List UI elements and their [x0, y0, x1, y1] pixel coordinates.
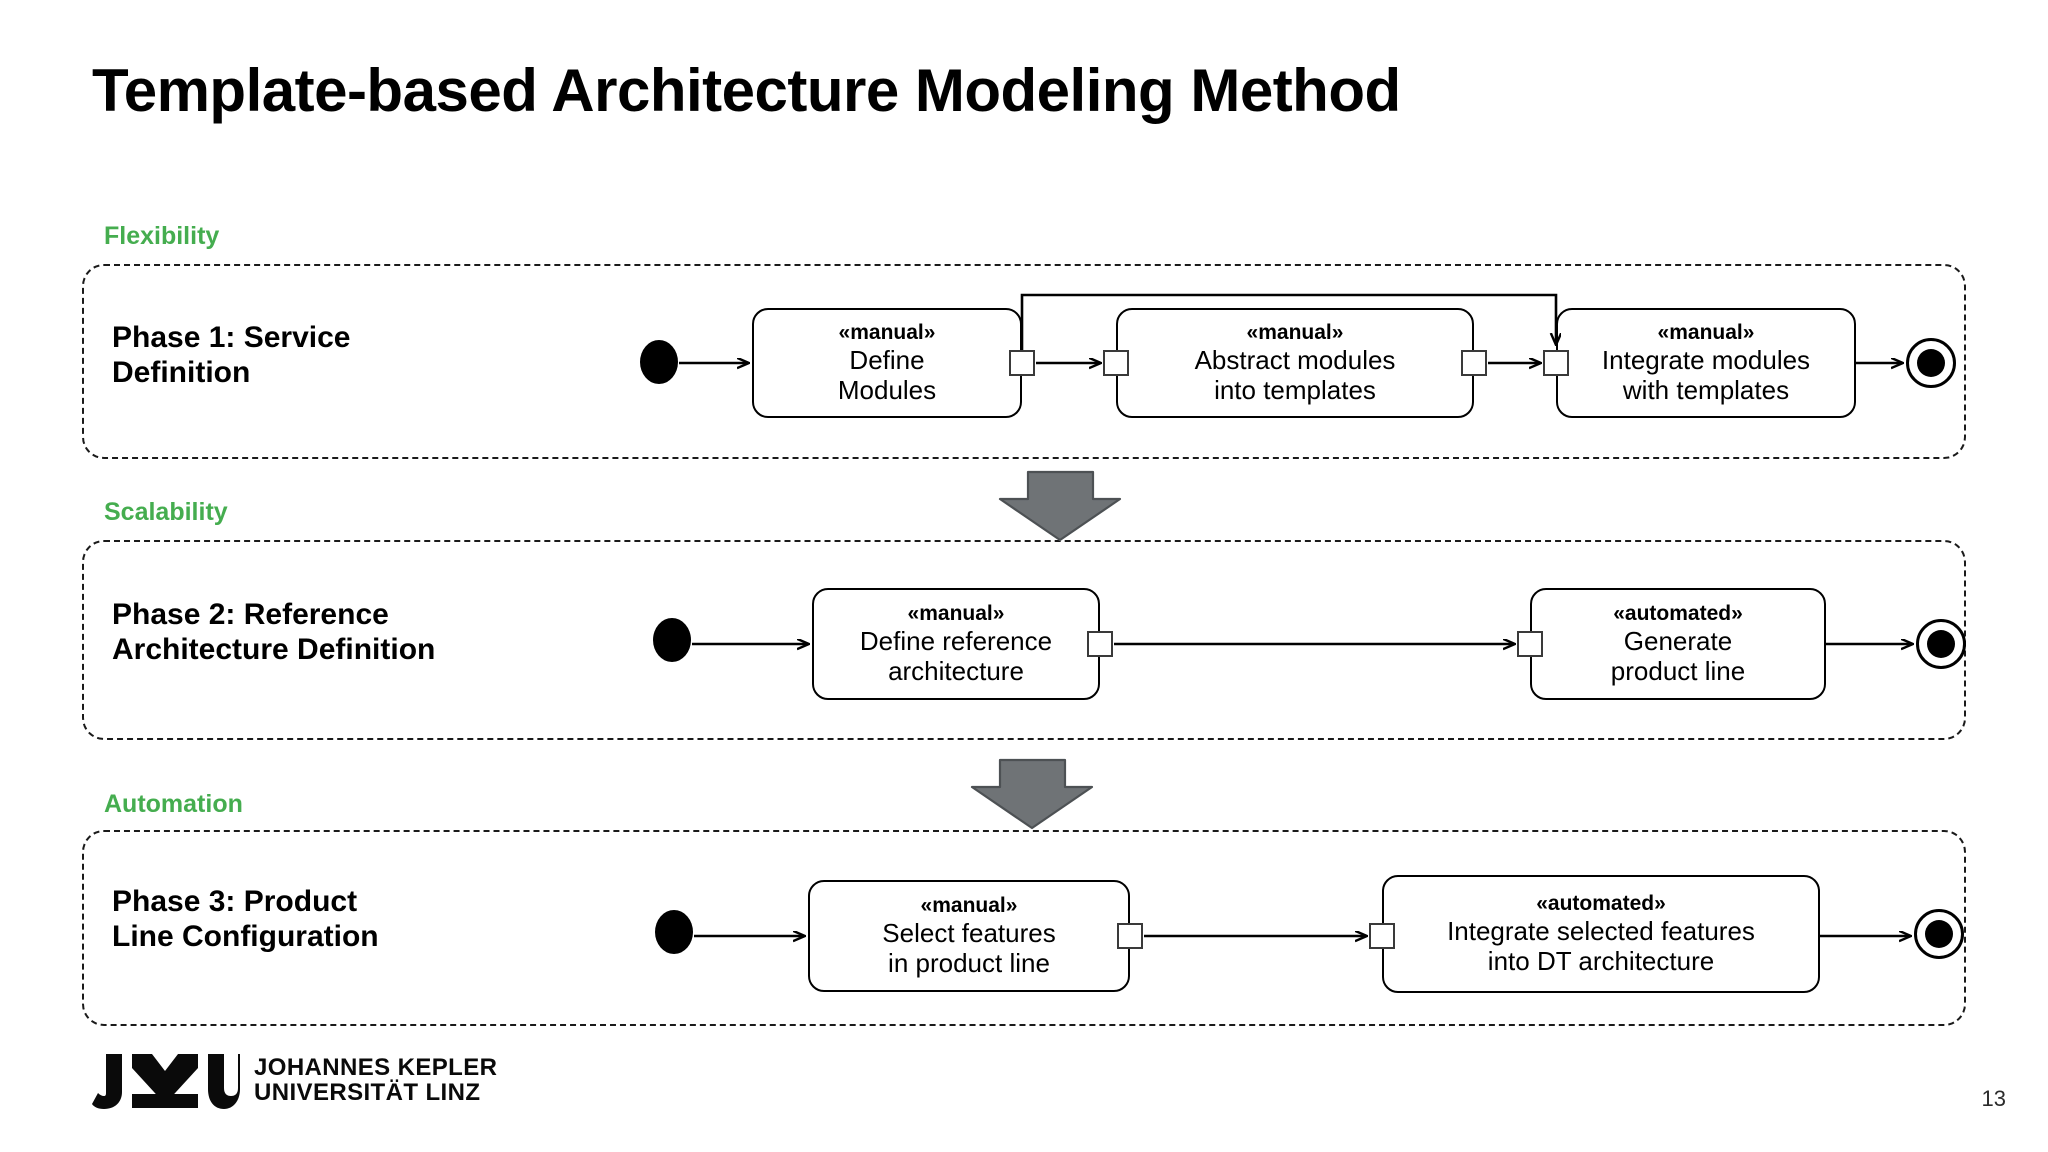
- phase-title-1: Phase 1: Service Definition: [112, 321, 351, 390]
- activity-integrate-selected-features[interactable]: «automated» Integrate selected features …: [1382, 875, 1820, 993]
- activity-name: Integrate modules with templates: [1601, 344, 1811, 405]
- stereotype-label: «manual»: [920, 893, 1018, 917]
- activity-define-reference-architecture[interactable]: «manual» Define reference architecture: [812, 588, 1100, 700]
- activity-name: Define reference architecture: [859, 625, 1053, 686]
- page-number: 13: [1981, 1086, 2006, 1111]
- phase2-to-phase3-arrow: [970, 758, 1094, 830]
- input-pin-integrate-modules: [1543, 350, 1569, 376]
- jku-logo-mark: [92, 1054, 240, 1109]
- quality-label-scalability: Scalability: [104, 498, 228, 526]
- output-pin-abstract-modules: [1461, 350, 1487, 376]
- activity-name: Generate product line: [1610, 625, 1746, 686]
- input-pin-generate-product-line: [1517, 631, 1543, 657]
- output-pin-define-reference-architecture: [1087, 631, 1113, 657]
- activity-integrate-modules[interactable]: «manual» Integrate modules with template…: [1556, 308, 1856, 418]
- stereotype-label: «automated»: [1536, 891, 1666, 915]
- jku-logo: JOHANNES KEPLER UNIVERSITÄT LINZ: [92, 1052, 497, 1110]
- final-node-phase3: [1914, 909, 1964, 959]
- phase-title-2: Phase 2: Reference Architecture Definiti…: [112, 598, 436, 667]
- output-pin-define-modules: [1009, 350, 1035, 376]
- page-title: Template-based Architecture Modeling Met…: [92, 57, 1401, 124]
- activity-name: Define Modules: [837, 344, 937, 405]
- phase-title-3: Phase 3: Product Line Configuration: [112, 885, 379, 954]
- jku-wordmark-line1: JOHANNES KEPLER: [254, 1054, 498, 1082]
- initial-node-phase1: [640, 340, 678, 384]
- initial-node-phase2: [653, 618, 691, 662]
- phase1-to-phase2-arrow: [998, 470, 1122, 542]
- stereotype-label: «manual»: [838, 320, 936, 344]
- output-pin-select-features: [1117, 923, 1143, 949]
- activity-name: Abstract modules into templates: [1194, 344, 1396, 405]
- activity-select-features[interactable]: «manual» Select features in product line: [808, 880, 1130, 992]
- activity-generate-product-line[interactable]: «automated» Generate product line: [1530, 588, 1826, 700]
- quality-label-automation: Automation: [104, 790, 243, 818]
- stereotype-label: «manual»: [1246, 320, 1344, 344]
- input-pin-integrate-selected-features: [1369, 923, 1395, 949]
- stereotype-label: «automated»: [1613, 601, 1743, 625]
- activity-name: Select features in product line: [882, 917, 1056, 978]
- stereotype-label: «manual»: [907, 601, 1005, 625]
- activity-name: Integrate selected features into DT arch…: [1447, 915, 1755, 976]
- activity-abstract-modules[interactable]: «manual» Abstract modules into templates: [1116, 308, 1474, 418]
- activity-define-modules[interactable]: «manual» Define Modules: [752, 308, 1022, 418]
- stereotype-label: «manual»: [1657, 320, 1755, 344]
- final-node-phase1: [1906, 338, 1956, 388]
- quality-label-flexibility: Flexibility: [104, 222, 220, 250]
- final-node-phase2: [1916, 619, 1966, 669]
- initial-node-phase3: [655, 910, 693, 954]
- input-pin-abstract-modules: [1103, 350, 1129, 376]
- jku-wordmark: JOHANNES KEPLER UNIVERSITÄT LINZ: [254, 1054, 498, 1106]
- jku-wordmark-line2: UNIVERSITÄT LINZ: [254, 1079, 481, 1106]
